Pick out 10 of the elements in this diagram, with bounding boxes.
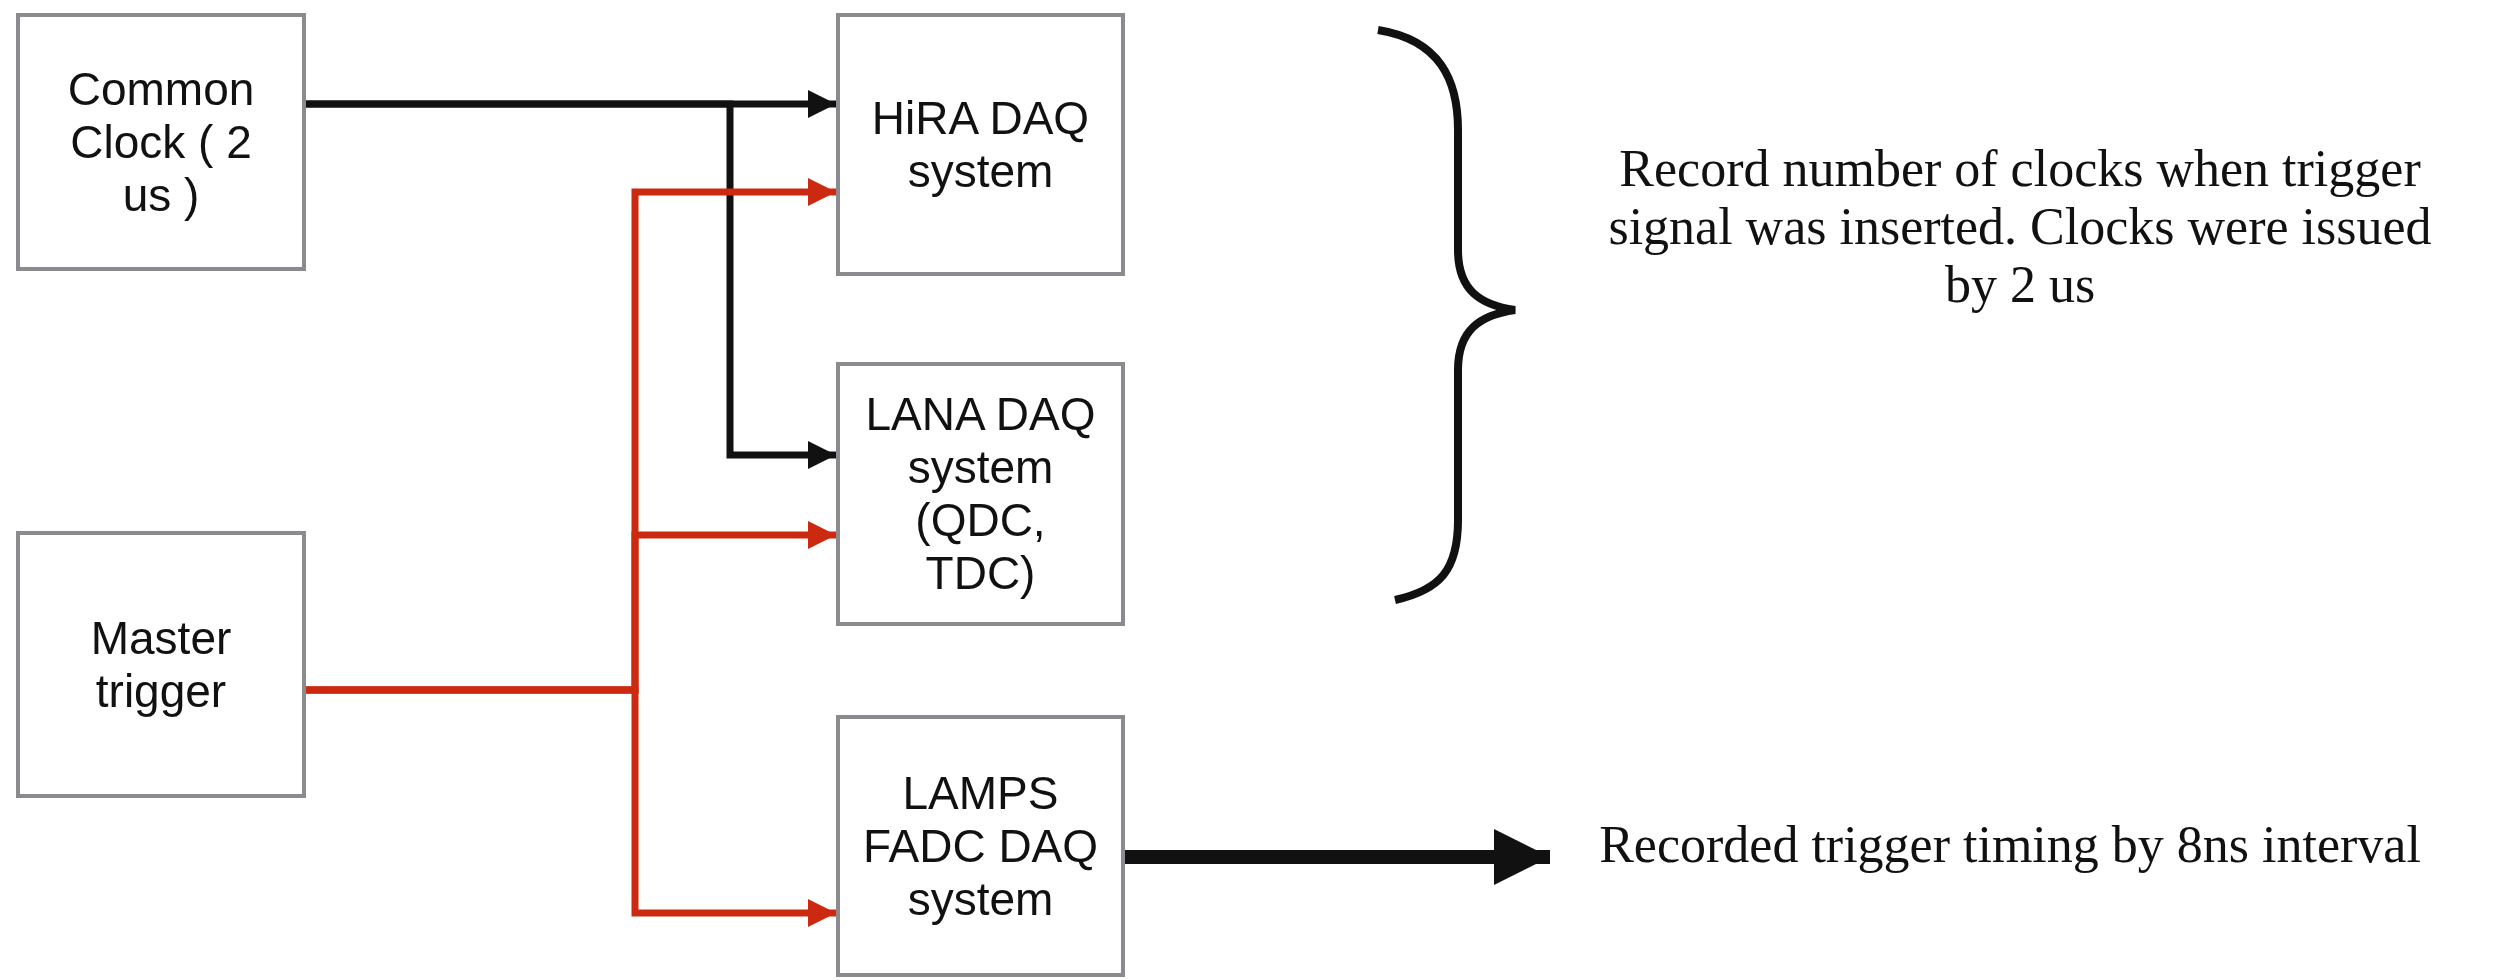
process-box: LANA DAQ system (QDC, TDC) <box>836 362 1125 626</box>
process-box: LAMPS FADC DAQ system <box>836 715 1125 977</box>
arrow <box>306 686 836 927</box>
note-text: Recorded trigger timing by 8ns interval <box>1550 770 2470 920</box>
process-box: HiRA DAQ system <box>836 13 1125 276</box>
note-text: Record number of clocks when trigger signal was inserted. Clocks were issued by 2 us <box>1607 140 2433 314</box>
process-box: Master trigger <box>16 531 306 798</box>
process-box: Common Clock ( 2 us ) <box>16 13 306 271</box>
arrow <box>1125 829 1550 885</box>
arrow <box>306 100 836 469</box>
